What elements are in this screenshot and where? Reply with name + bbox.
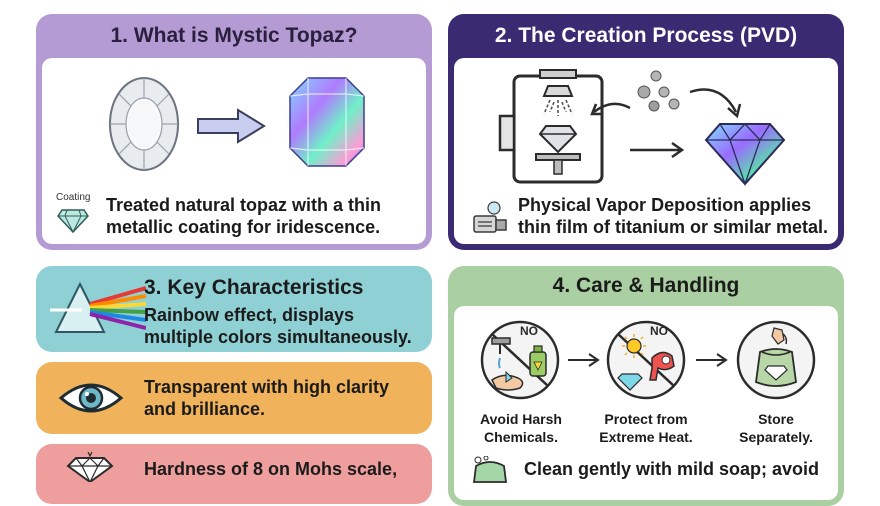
step3-label-line1: Store: [758, 411, 794, 427]
curved-arrow-icon: [689, 88, 742, 119]
no-label-2: NO: [650, 324, 668, 338]
arrow-right-icon: [197, 108, 266, 144]
step1-label-line1: Avoid Harsh: [480, 411, 562, 427]
panel1-description-line2: metallic coating for iridescence.: [106, 217, 381, 237]
storage-pouch-icon: [736, 320, 816, 400]
panel-what-is-mystic-topaz: 1. What is Mystic Topaz?: [36, 14, 432, 250]
panel-transparency: Transparent with high clarity and brilli…: [36, 362, 432, 434]
panel1-description-line1: Treated natural topaz with a thin: [106, 195, 382, 215]
panel-care-handling: 4. Care & Handling NO: [448, 266, 844, 506]
diamond-outline-icon: [66, 452, 114, 482]
step2-label-line1: Protect from: [604, 411, 688, 427]
transparency-line2: and brilliance.: [144, 399, 266, 419]
care-tip: Clean gently with mild soap; avoid: [524, 459, 820, 479]
panel4-content: NO NO Avoid Harsh Chemicals.: [454, 306, 838, 500]
panel1-content: Coating Treated natural topaz with a thi…: [42, 58, 426, 244]
panel4-title: 4. Care & Handling: [552, 274, 740, 297]
no-heat-icon: [606, 320, 686, 400]
vacuum-chamber-icon: [498, 69, 631, 184]
coated-gem-icon: [57, 209, 89, 234]
panel-creation-process: 2. The Creation Process (PVD): [448, 14, 844, 250]
metal-particles-icon: [637, 70, 680, 112]
panel2-title: 2. The Creation Process (PVD): [494, 24, 798, 47]
coated-diamond-icon: [704, 123, 786, 186]
step3-label-line2: Separately.: [739, 429, 813, 445]
arrow-right-icon: [696, 353, 728, 367]
step2-label-line2: Extreme Heat.: [599, 429, 693, 445]
arrow-right-icon: [568, 353, 600, 367]
coating-label: Coating: [56, 192, 91, 203]
panel-hardness: Hardness of 8 on Mohs scale,: [36, 444, 432, 504]
mystic-topaz-gem-icon: [282, 70, 372, 174]
panel2-description-line2: thin film of titanium or similar metal.: [518, 217, 829, 237]
pvd-machine-icon: [473, 201, 507, 233]
panel3-line2: multiple colors simultaneously.: [144, 327, 412, 347]
panel3-title: 3. Key Characteristics: [144, 276, 364, 299]
raw-topaz-gem-icon: [109, 77, 179, 171]
panel2-content: Physical Vapor Deposition applies thin f…: [454, 58, 838, 244]
step1-label-line2: Chemicals.: [484, 429, 558, 445]
transparency-line1: Transparent with high clarity: [144, 377, 390, 397]
eye-icon: [58, 383, 124, 413]
panel-key-characteristics: 3. Key Characteristics Rainbow effect, d…: [36, 266, 432, 352]
panel2-description-line1: Physical Vapor Deposition applies: [518, 195, 812, 215]
panel1-title: 1. What is Mystic Topaz?: [110, 24, 358, 47]
arrow-right-icon: [630, 141, 685, 159]
no-chemicals-icon: [480, 320, 560, 400]
hardness-line1: Hardness of 8 on Mohs scale,: [144, 459, 398, 479]
no-label-1: NO: [520, 324, 538, 338]
sponge-icon: [472, 456, 508, 483]
panel3-line1: Rainbow effect, displays: [144, 305, 355, 325]
prism-rainbow-icon: [50, 281, 146, 333]
